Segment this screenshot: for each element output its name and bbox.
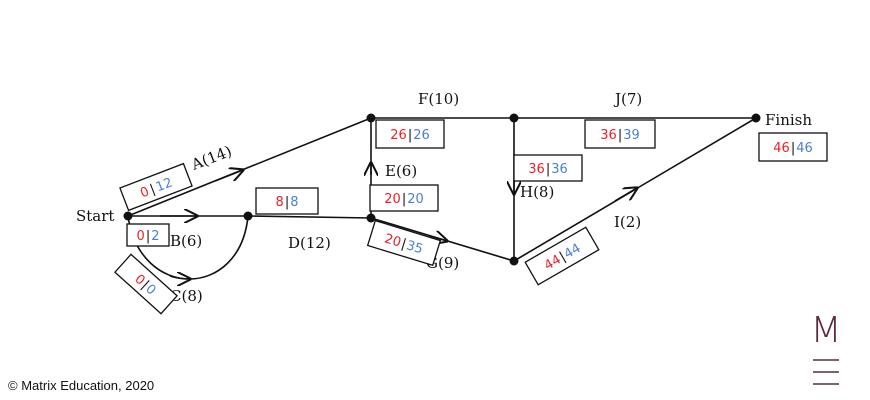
label-activity-d: D(12)	[288, 234, 331, 252]
label-finish: Finish	[765, 111, 812, 129]
label-activity-h: H(8)	[520, 183, 554, 201]
svg-text:44|44: 44|44	[542, 241, 584, 274]
node-f-h	[509, 113, 519, 123]
latest-j: 39	[623, 128, 640, 143]
label-activity-a: A(14)	[188, 142, 234, 174]
latest-a: 12	[154, 175, 175, 195]
latest-g: 35	[404, 238, 424, 257]
latest-b: 2	[151, 229, 159, 244]
arrow-i-icon	[614, 188, 637, 202]
latest-i: 44	[562, 241, 584, 262]
latest-h: 36	[551, 162, 568, 177]
time-box-e: 20|20	[369, 184, 439, 212]
svg-text:0|2: 0|2	[137, 229, 160, 244]
earliest-g: 20	[382, 231, 402, 250]
time-box-f: 26|26	[375, 119, 445, 149]
label-activity-c: C(8)	[170, 287, 203, 305]
time-box-b: 0|2	[126, 223, 170, 247]
label-activity-b: B(6)	[170, 232, 202, 250]
latest-e: 20	[407, 192, 424, 207]
earliest-b: 0	[137, 229, 145, 244]
node-g-h	[509, 256, 519, 266]
svg-text:8|8: 8|8	[276, 195, 299, 210]
earliest-e: 20	[384, 192, 401, 207]
svg-text:26|26: 26|26	[390, 128, 429, 143]
label-activity-e: E(6)	[385, 162, 417, 180]
copyright-text: © Matrix Education, 2020	[8, 378, 154, 393]
node-b-d	[243, 211, 253, 221]
latest-d: 8	[290, 195, 298, 210]
svg-text:20|35: 20|35	[382, 231, 424, 257]
earliest-d: 8	[276, 195, 284, 210]
earliest-i: 44	[542, 252, 564, 273]
earliest-j: 36	[600, 128, 617, 143]
time-box-c: 0|0	[114, 253, 178, 315]
node-start	[123, 211, 133, 221]
time-box-finish: 46|46	[758, 132, 828, 162]
svg-text:36|36: 36|36	[528, 162, 567, 177]
edge-a	[127, 117, 372, 217]
svg-text:46|46: 46|46	[773, 141, 812, 156]
time-box-a: 0|12	[119, 162, 193, 212]
node-d-g	[366, 213, 376, 223]
time-box-i: 44|44	[524, 226, 600, 286]
time-box-h: 36|36	[513, 154, 583, 182]
arrow-a-icon	[214, 170, 243, 182]
edge-d	[247, 215, 372, 219]
time-box-g: 20|35	[366, 219, 442, 267]
label-start: Start	[76, 207, 114, 225]
label-activity-f: F(10)	[418, 90, 459, 108]
earliest-f: 26	[390, 128, 407, 143]
arrow-c-icon	[169, 276, 190, 279]
label-activity-j: J(7)	[613, 90, 642, 108]
logo-letter: M	[810, 310, 841, 351]
label-activity-i: I(2)	[614, 213, 641, 231]
svg-text:20|20: 20|20	[384, 192, 423, 207]
earliest-h: 36	[528, 162, 545, 177]
latest-finish: 46	[796, 141, 813, 156]
time-box-j: 36|39	[584, 119, 656, 149]
node-e	[366, 113, 376, 123]
svg-text:36|39: 36|39	[600, 128, 639, 143]
earliest-finish: 46	[773, 141, 790, 156]
node-finish	[751, 113, 761, 123]
matrix-logo: M	[810, 310, 842, 385]
time-box-d: 8|8	[255, 187, 319, 215]
latest-f: 26	[413, 128, 430, 143]
arrow-g-icon	[429, 236, 447, 241]
